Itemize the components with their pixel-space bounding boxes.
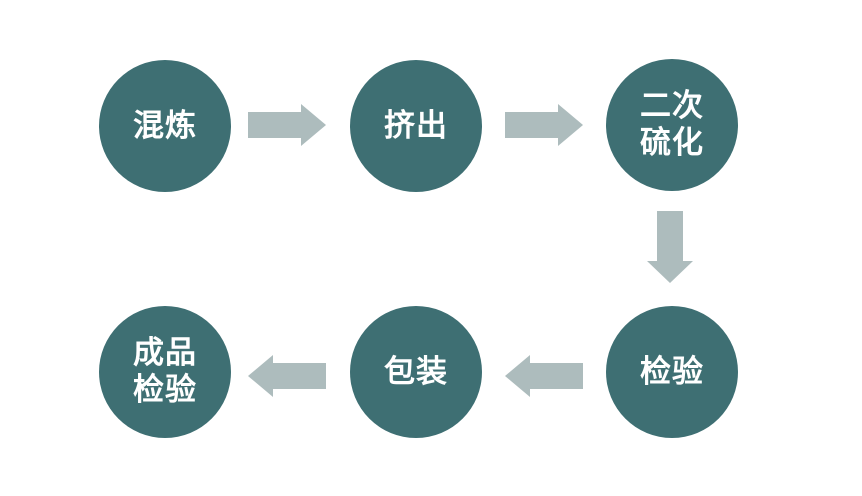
arrow-right-icon <box>248 104 326 146</box>
flow-node-label: 混炼 <box>133 107 197 143</box>
flow-node-packaging: 包装 <box>350 306 482 438</box>
arrow-right-icon <box>505 104 583 146</box>
arrow-down-icon <box>647 211 693 283</box>
arrow-left-icon <box>248 355 326 397</box>
flow-node-label: 挤出 <box>384 107 448 143</box>
flow-node-mixing: 混炼 <box>99 60 231 192</box>
flow-node-label: 二次 硫化 <box>640 88 704 160</box>
flow-node-extrusion: 挤出 <box>350 60 482 192</box>
flow-node-label: 检验 <box>640 353 704 389</box>
flow-node-secondary-vulcanization: 二次 硫化 <box>606 59 738 191</box>
flow-node-label: 成品 检验 <box>133 335 197 407</box>
arrow-left-icon <box>505 355 583 397</box>
flow-node-inspection: 检验 <box>606 306 738 438</box>
flow-node-final-product-inspection: 成品 检验 <box>99 306 231 438</box>
flow-node-label: 包装 <box>384 353 448 389</box>
